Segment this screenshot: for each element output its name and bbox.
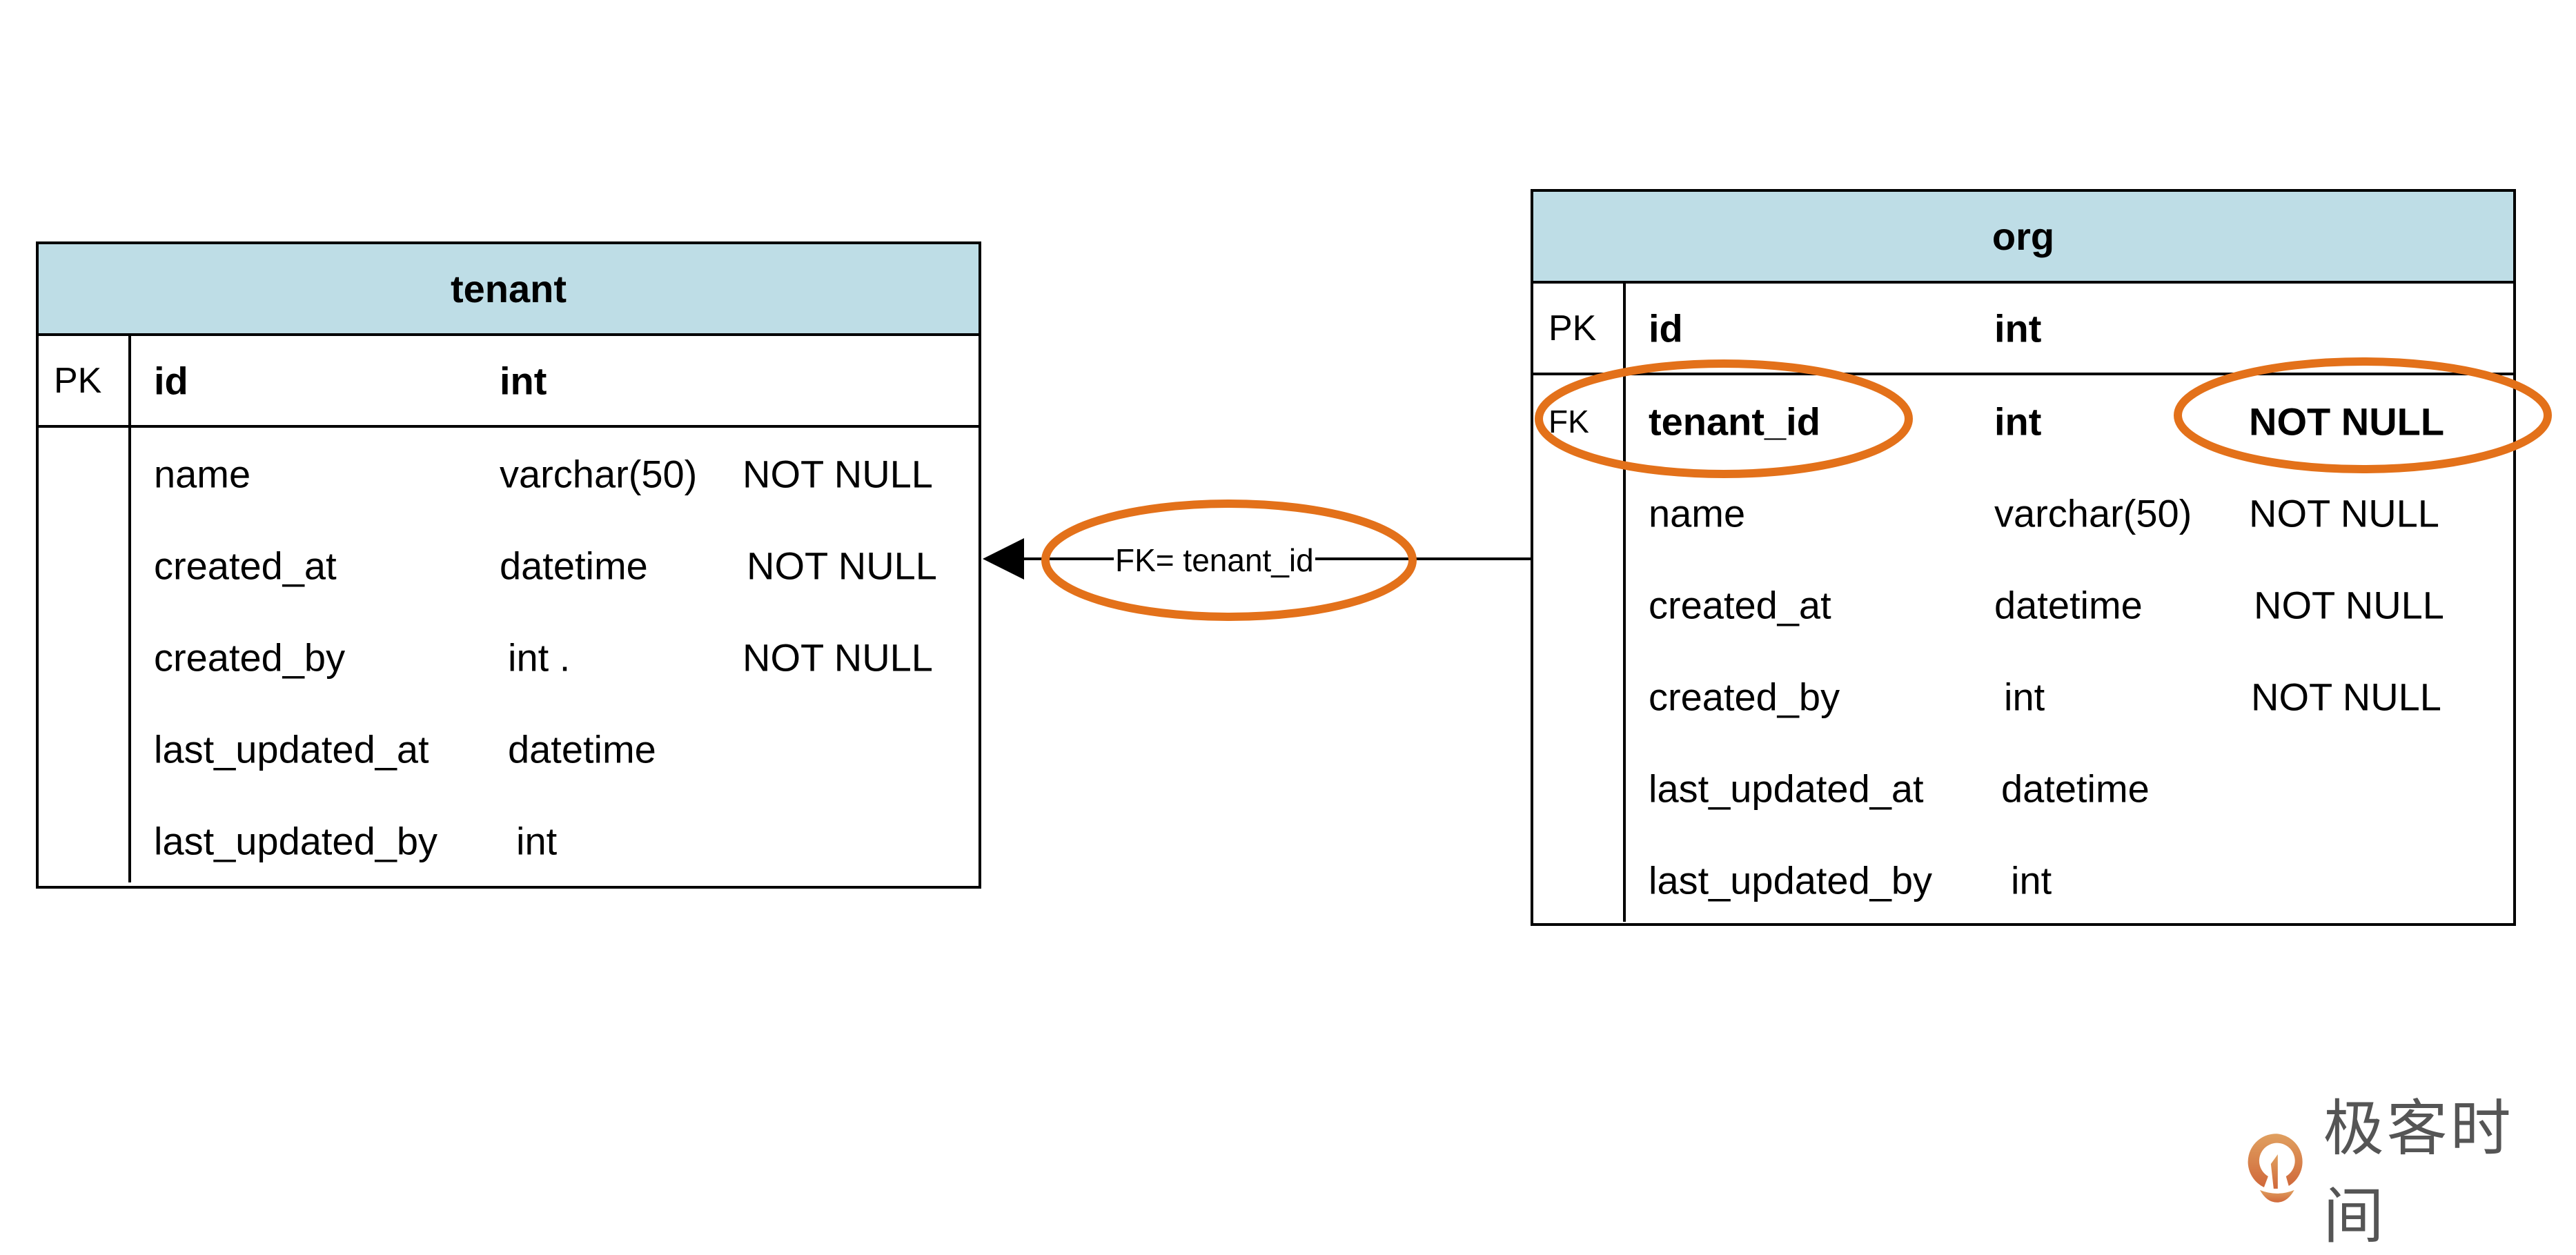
field-name: name — [154, 452, 251, 495]
annotations-overlay — [983, 357, 2552, 621]
highlight-ellipse-not-null — [2174, 357, 2552, 473]
field-null: NOT NULL — [2249, 491, 2439, 535]
table-row: created_at datetime NOT NULL — [1533, 559, 2513, 651]
key-column-divider — [128, 336, 131, 882]
field-type: int — [1994, 306, 2042, 350]
logo-text: 极客时间 — [2323, 1093, 2514, 1252]
field-type: int — [2011, 858, 2052, 902]
field-type: datetime — [508, 727, 656, 771]
pk-label: PK — [1548, 308, 1597, 348]
table-row: created_by int NOT NULL — [1533, 651, 2513, 742]
field-name: last_updated_by — [154, 819, 438, 862]
fk-label: FK — [1548, 403, 1589, 439]
field-type: datetime — [1994, 583, 2143, 626]
pk-row: PK id int — [1533, 284, 2513, 375]
field-type: datetime — [2001, 767, 2150, 810]
field-name: id — [154, 359, 188, 402]
key-column-divider — [1623, 284, 1626, 922]
field-name: name — [1649, 491, 1746, 535]
field-name: id — [1649, 306, 1683, 350]
table-row: created_at datetime NOT NULL — [39, 520, 979, 611]
field-name: tenant_id — [1649, 399, 1820, 443]
field-null: NOT NULL — [747, 544, 937, 587]
field-null: NOT NULL — [2254, 583, 2444, 626]
field-type: int . — [508, 635, 571, 679]
field-type: int — [1994, 399, 2042, 443]
table-title: org — [1533, 192, 2513, 284]
table-row: last_updated_at datetime — [1533, 742, 2513, 834]
field-type: int — [500, 359, 547, 402]
field-name: last_updated_at — [154, 727, 429, 771]
field-null: NOT NULL — [743, 452, 933, 495]
relation-label: FK= tenant_id — [1114, 542, 1315, 578]
field-type: varchar(50) — [500, 452, 698, 495]
table-title: tenant — [39, 244, 979, 336]
table-row: name varchar(50) NOT NULL — [39, 428, 979, 520]
table-row: last_updated_by int — [39, 795, 979, 887]
field-null: NOT NULL — [743, 635, 933, 679]
field-name: last_updated_by — [1649, 858, 1933, 902]
field-null: NOT NULL — [2251, 675, 2441, 718]
field-name: created_at — [154, 544, 337, 587]
field-type: int — [516, 819, 558, 862]
field-name: created_at — [1649, 583, 1831, 626]
highlight-ellipse-tenant-id — [1535, 359, 1913, 478]
table-row: created_by int . NOT NULL — [39, 611, 979, 703]
field-type: datetime — [500, 544, 648, 587]
logo: 极客时间 — [2246, 1080, 2576, 1255]
table-row: last_updated_by int — [1533, 834, 2513, 926]
table-row: name varchar(50) NOT NULL — [1533, 467, 2513, 559]
pk-row: PK id int — [39, 336, 979, 428]
arrowhead-icon — [983, 538, 1024, 580]
field-name: created_by — [154, 635, 346, 679]
tenant-table: tenant PK id int name varchar(50) NOT NULL… — [36, 241, 981, 889]
table-row: last_updated_at datetime — [39, 703, 979, 795]
fk-row: FK tenant_id int NOT NULL — [1533, 375, 2513, 467]
field-type: varchar(50) — [1994, 491, 2192, 535]
org-table: org PK id int FK tenant_id int NOT NULL … — [1531, 189, 2516, 926]
highlight-ellipse-relation — [1041, 500, 1417, 621]
field-name: last_updated_at — [1649, 767, 1924, 810]
pk-label: PK — [54, 360, 102, 401]
field-type: int — [2004, 675, 2045, 718]
logo-icon — [2248, 1134, 2303, 1203]
field-null: NOT NULL — [2249, 399, 2445, 443]
field-name: created_by — [1649, 675, 1840, 718]
